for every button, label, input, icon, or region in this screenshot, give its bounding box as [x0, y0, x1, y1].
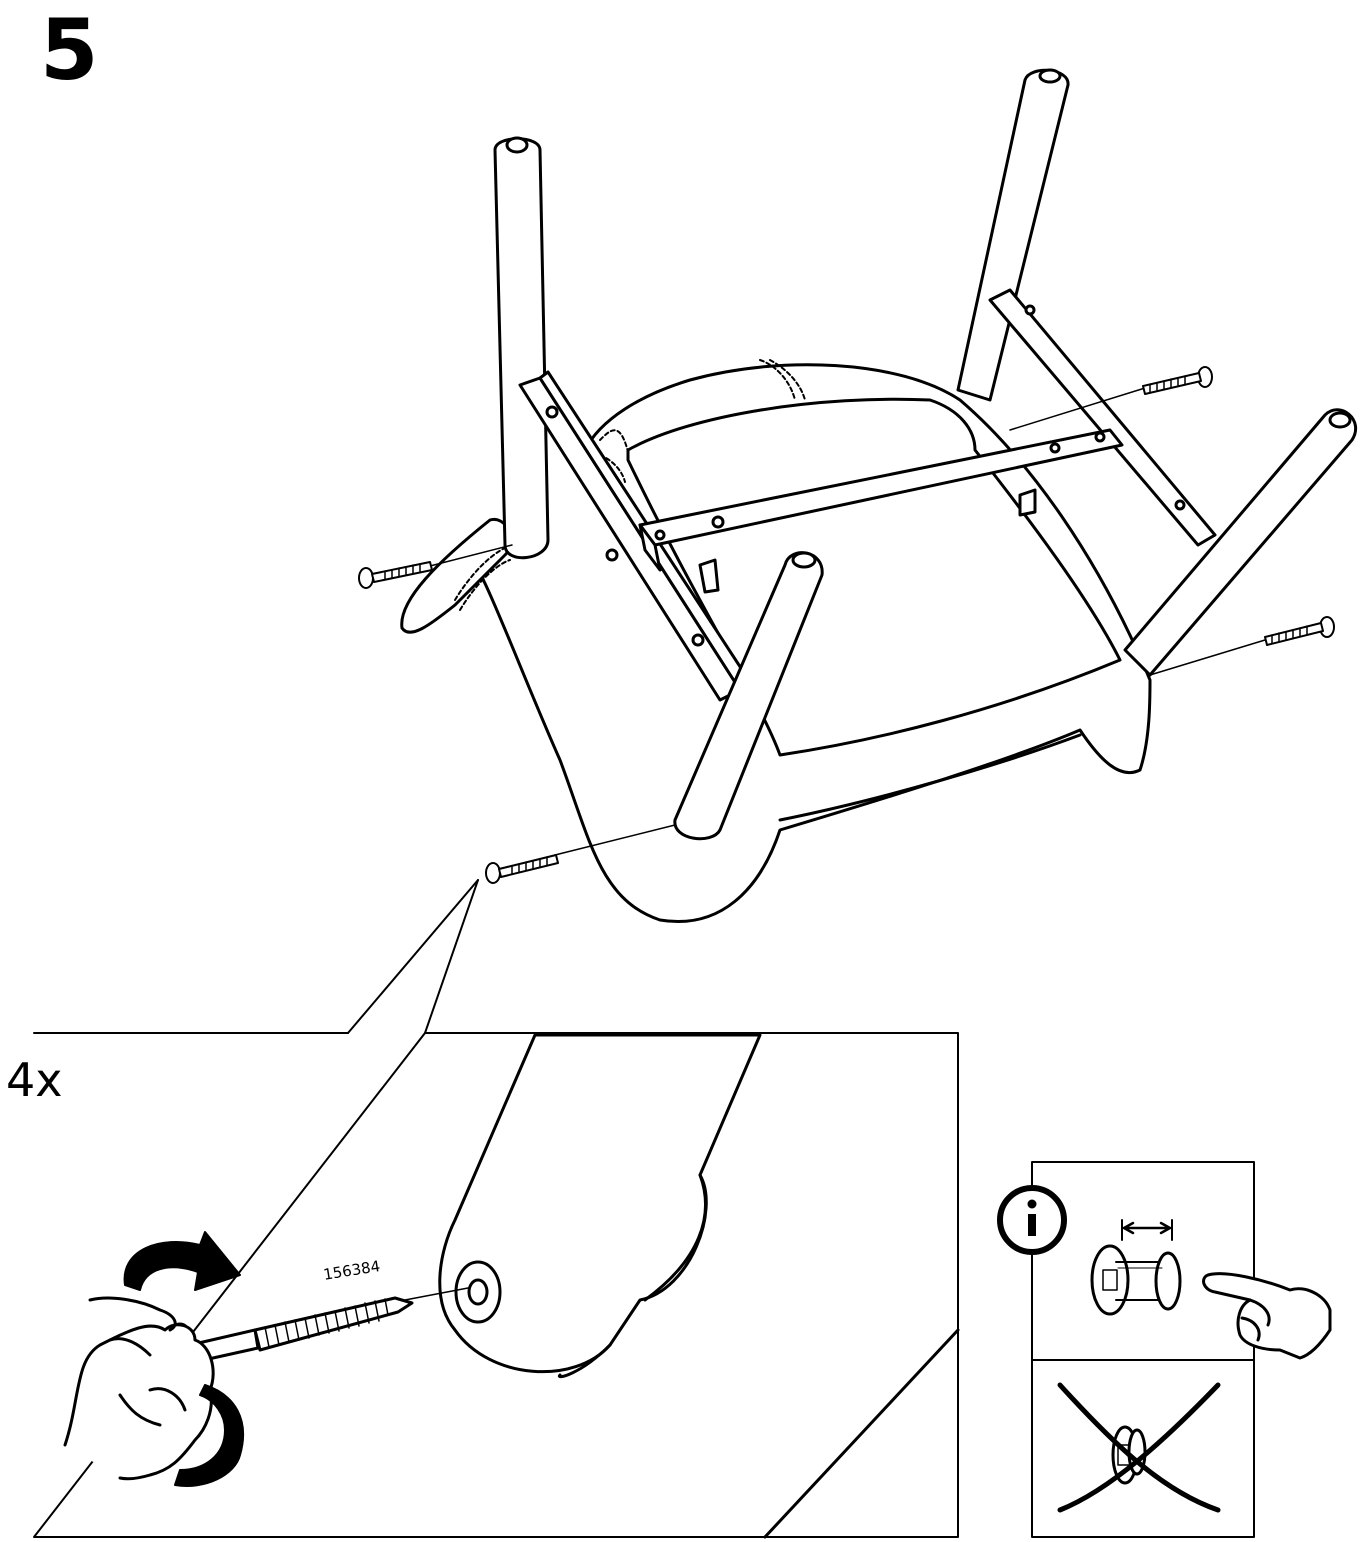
pointing-hand-icon: [1202, 1272, 1332, 1360]
leg-back-left: [493, 136, 550, 560]
screw: [1264, 616, 1335, 646]
rotate-clockwise-arrow-icon: [123, 1231, 245, 1487]
screw-cross-out: [1057, 1382, 1221, 1513]
screw: [358, 561, 433, 589]
leg-front-left: [673, 551, 824, 841]
frame-rail-right: [988, 288, 1217, 547]
detail-box: [33, 1032, 960, 1539]
screw-gap-check: [1090, 1219, 1182, 1316]
leg-closeup: [438, 1033, 762, 1374]
hand-icon: [63, 1296, 215, 1481]
screw-guides: [429, 387, 1266, 856]
screw: [1142, 366, 1213, 395]
frame-cross-rail: [638, 428, 1124, 594]
info-icon: [997, 1185, 1067, 1255]
screw: [485, 854, 559, 884]
callout-pointer: [347, 879, 479, 1034]
quantity-label: 4x: [6, 1053, 63, 1107]
step-number: 5: [40, 1, 98, 99]
info-panel: [997, 1161, 1332, 1538]
leg-front-right: [1123, 408, 1358, 677]
